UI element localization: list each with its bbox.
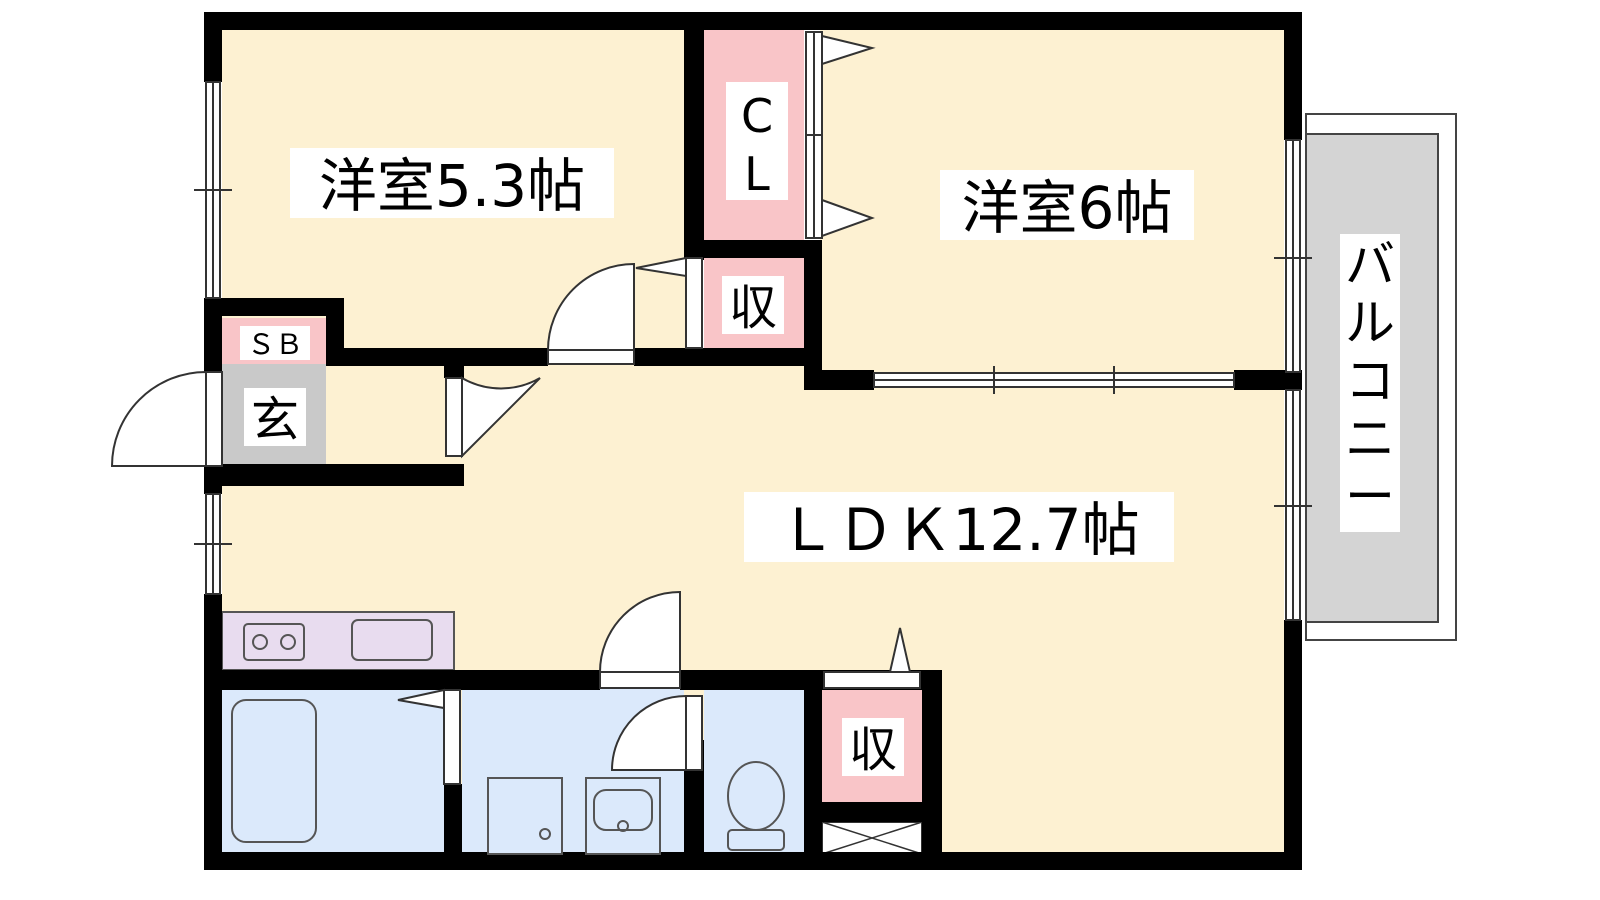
closet-cl-label-l: L [744, 147, 770, 201]
fixtures [231, 619, 785, 855]
western-room-2-label: 洋室6帖 [962, 174, 1173, 242]
walls [204, 12, 1302, 870]
balcony-label: バ ル コ ニ ー [1345, 236, 1395, 526]
svg-text:ル: ル [1345, 294, 1395, 352]
toilet-icon [727, 761, 785, 831]
closet-doors [397, 31, 921, 785]
svg-text:バ: バ [1345, 236, 1395, 294]
bathtub-icon [231, 699, 317, 843]
closet-cl-label-c: C [741, 89, 773, 143]
shoe-box-label: ＳＢ [247, 328, 303, 361]
washing-machine-space [487, 777, 563, 855]
ldk-label: ＬＤＫ12.7帖 [778, 496, 1139, 564]
entrance-label: 玄 [251, 392, 299, 448]
closet-bottom-label: 収 [849, 722, 897, 778]
svg-text:コ: コ [1345, 352, 1395, 410]
western-room-1-label: 洋室5.3帖 [319, 152, 585, 220]
kitchen-sink-icon [351, 619, 433, 661]
stove-icon [243, 623, 305, 661]
svg-text:ー: ー [1345, 468, 1395, 526]
closet-top-label: 収 [729, 280, 777, 336]
window-ticks [194, 189, 1312, 545]
swing-doors [110, 262, 703, 771]
svg-text:ニ: ニ [1345, 410, 1395, 468]
